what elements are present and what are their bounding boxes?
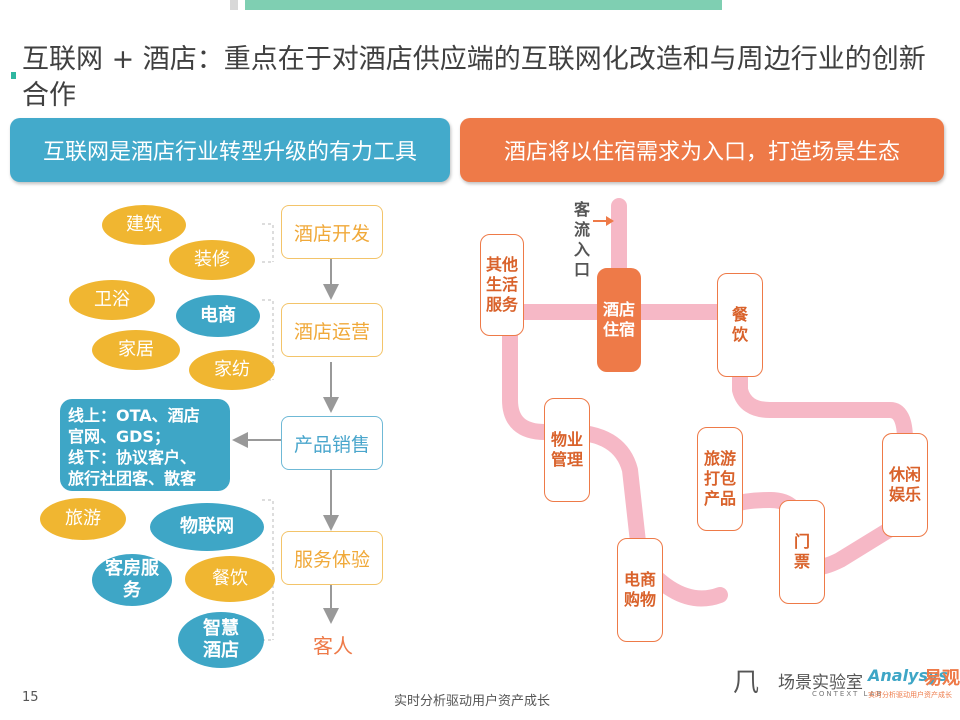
stage-travel-package: 旅游打包产品 [697, 427, 743, 531]
stage-property-management: 物业管理 [544, 398, 590, 502]
yiguan-logo: 易观 [924, 668, 960, 689]
top-accent-grey [230, 0, 238, 10]
tag-ecommerce: 电商 [176, 295, 260, 337]
tag-smart-hotel: 智慧酒店 [178, 612, 264, 668]
stage-dining: 餐饮 [717, 273, 763, 377]
tag-bathroom: 卫浴 [69, 280, 155, 320]
stage-other-life-services: 其他生活服务 [480, 234, 524, 336]
analysys-logo: Analysys [868, 666, 948, 685]
flow-service-experience: 服务体验 [281, 531, 383, 585]
tag-home-furnishing: 家居 [92, 330, 180, 370]
sales-channels-box: 线上：OTA、酒店 官网、GDS； 线下：协议客户、 旅行社团客、散客 [60, 399, 230, 491]
channel-line: 官网、GDS； [68, 427, 170, 446]
right-section-header: 酒店将以住宿需求为入口，打造场景生态 [460, 118, 944, 182]
context-lab-name: 场景实验室 [778, 673, 863, 693]
tag-room-service: 客房服务 [92, 554, 172, 606]
context-lab-english: CONTEXT LAB [812, 690, 884, 698]
logo-subtitle: 实时分析驱动用户资产成长 [868, 691, 952, 699]
flow-hotel-development: 酒店开发 [281, 205, 383, 259]
footer-tagline: 实时分析驱动用户资产成长 [394, 694, 551, 709]
tag-catering: 餐饮 [185, 556, 275, 602]
title-marker [11, 72, 16, 79]
stage-tickets: 门票 [779, 500, 825, 604]
channel-line: 线下：协议客户、 [68, 448, 197, 467]
channel-line: 线上：OTA、酒店 [68, 406, 200, 425]
visitor-entry-label: 客流入口 [573, 200, 590, 279]
tag-travel: 旅游 [40, 498, 126, 540]
stage-leisure-entertainment: 休闲娱乐 [882, 433, 928, 537]
stage-ecommerce-shopping: 电商购物 [617, 538, 663, 642]
page-number: 15 [22, 690, 39, 705]
context-lab-logo-icon: ⺇ [733, 668, 760, 698]
flow-hotel-operation: 酒店运营 [281, 303, 383, 357]
tag-home-textile: 家纺 [189, 350, 275, 390]
channel-line: 旅行社团客、散客 [68, 469, 197, 488]
top-accent-teal [245, 0, 722, 10]
flow-guest: 客人 [313, 634, 353, 658]
tag-construction: 建筑 [102, 205, 186, 245]
stage-hotel-stay: 酒店住宿 [597, 268, 641, 372]
flow-product-sales: 产品销售 [281, 416, 383, 470]
left-section-header: 互联网是酒店行业转型升级的有力工具 [10, 118, 450, 182]
tag-decoration: 装修 [169, 240, 255, 280]
tag-iot: 物联网 [150, 503, 264, 551]
page-title: 互联网 + 酒店：重点在于对酒店供应端的互联网化改造和与周边行业的创新合作 [22, 44, 926, 111]
